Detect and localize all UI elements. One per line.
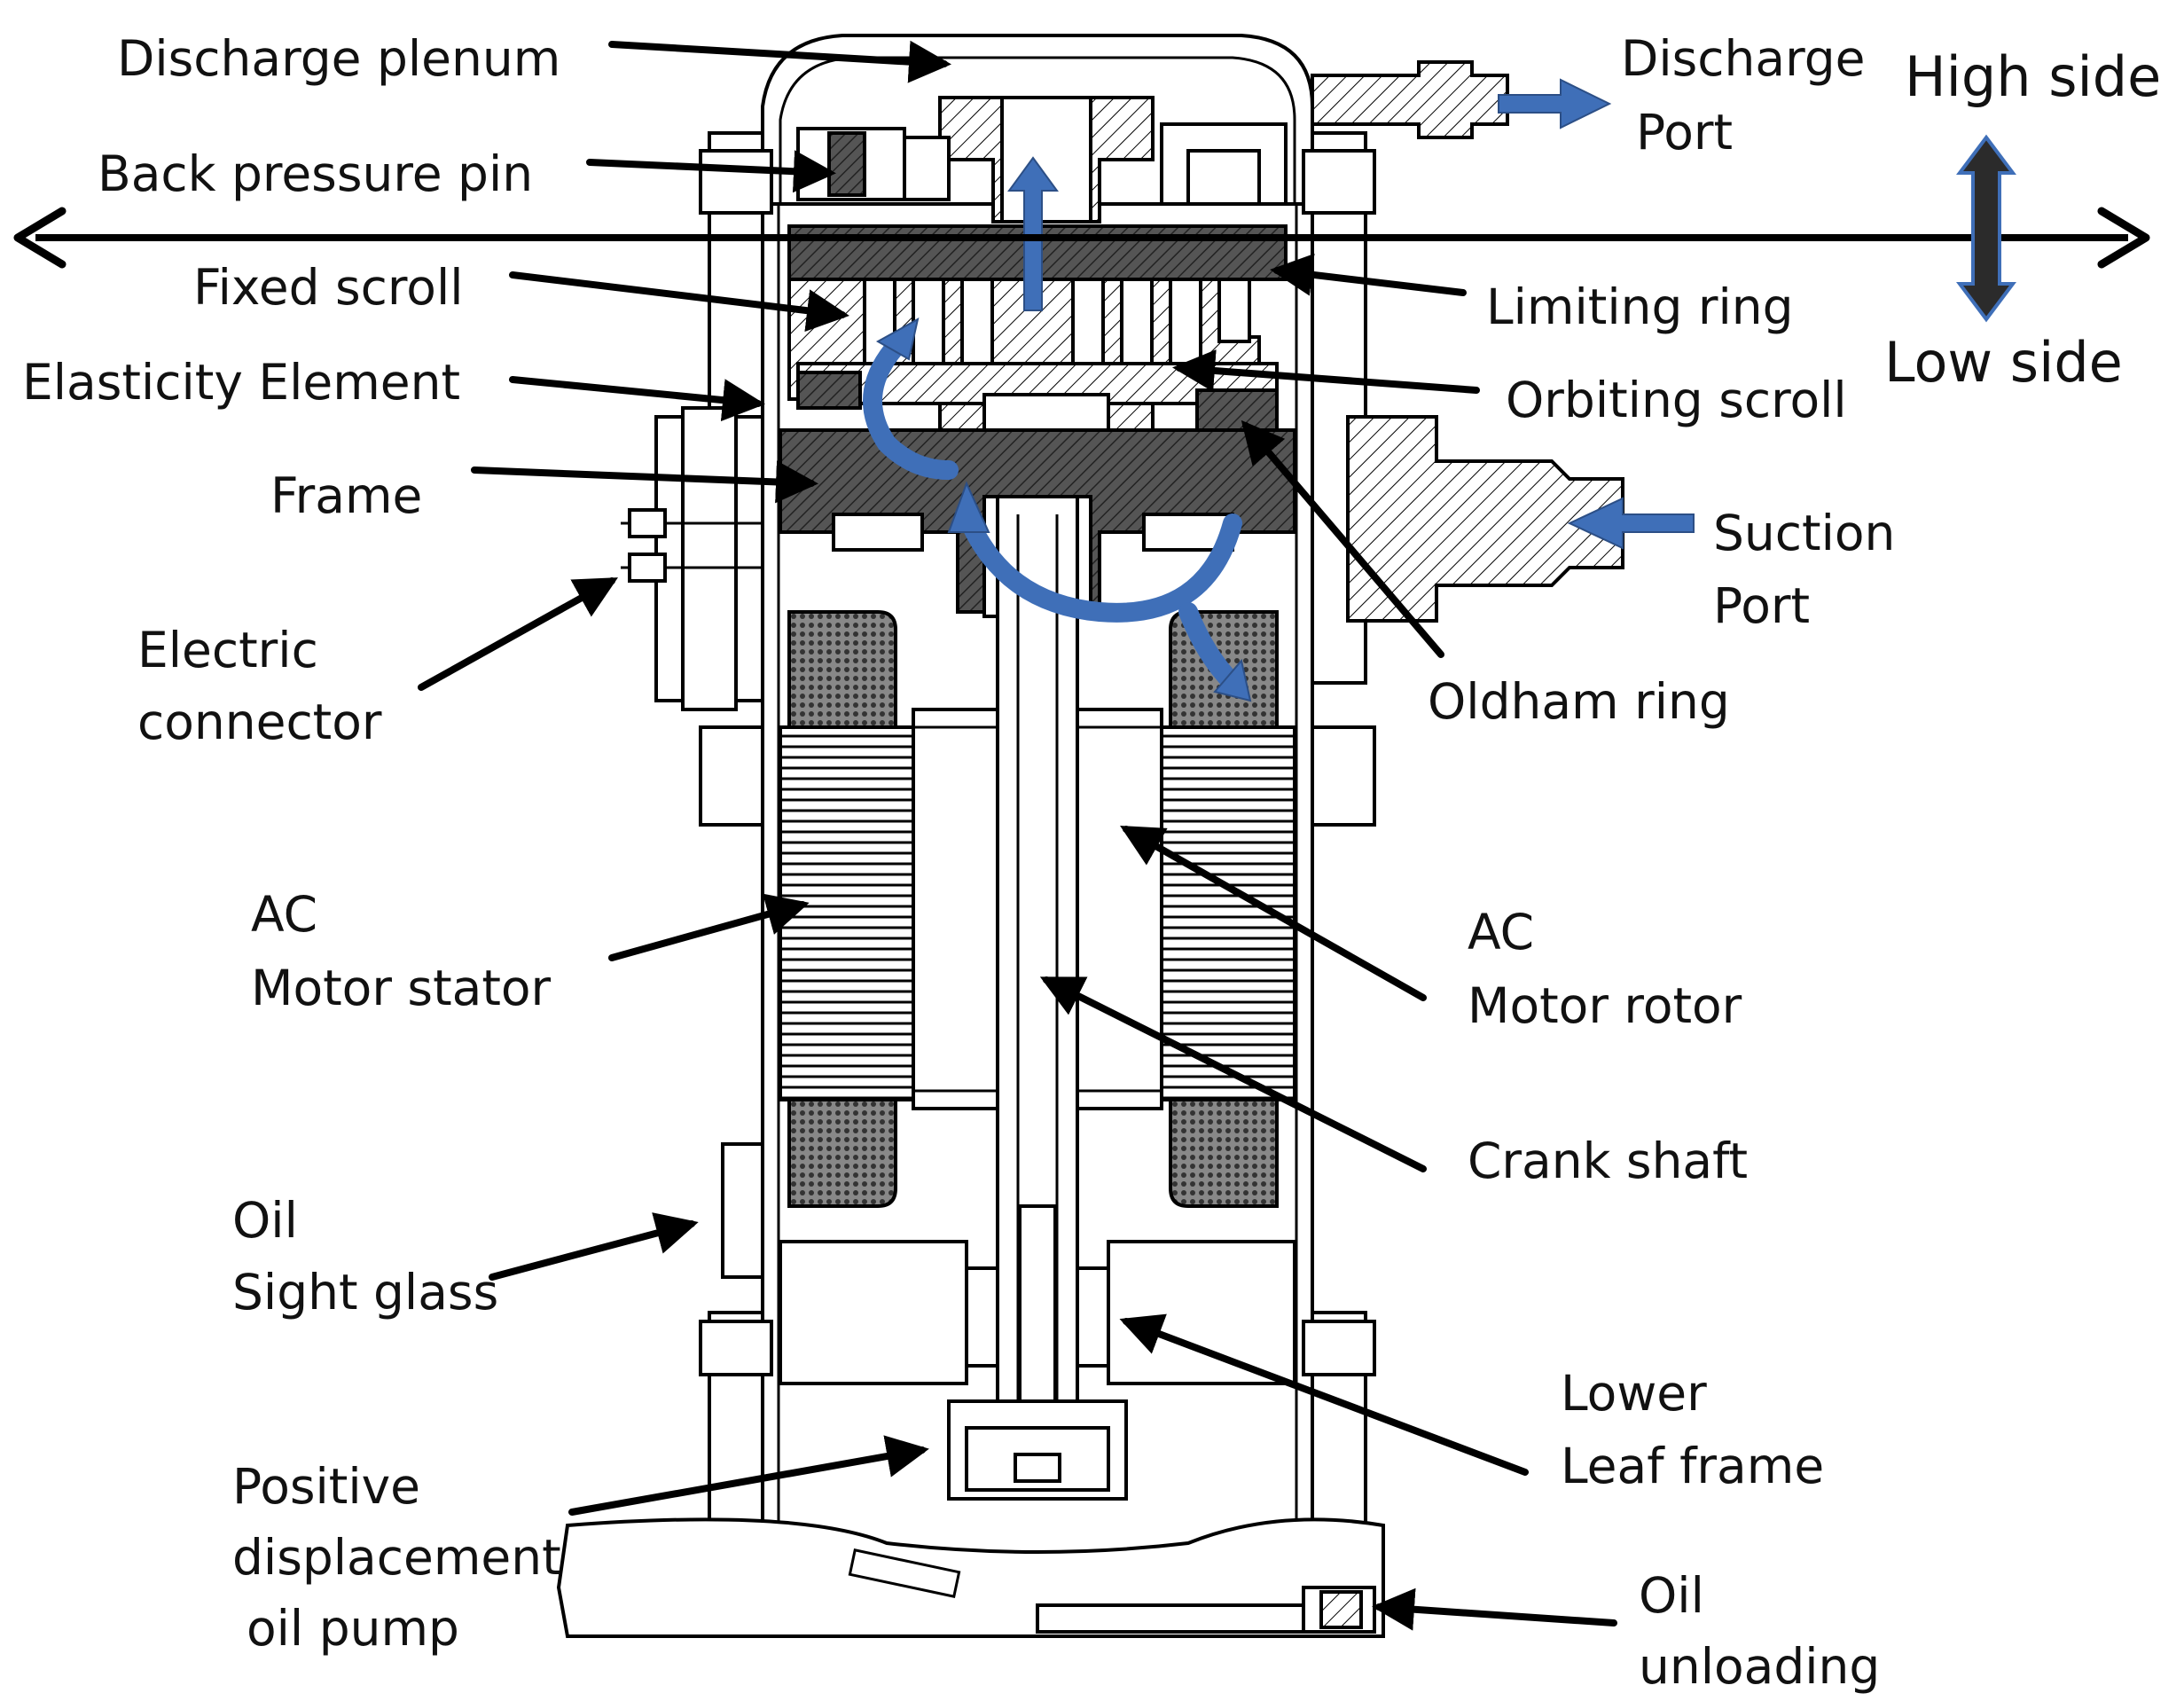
top-assembly (796, 96, 1288, 223)
label-fixed-scroll: Fixed scroll (193, 259, 464, 316)
leader-arrows (418, 40, 1617, 1631)
label-ac-stator-2: Motor stator (251, 960, 552, 1016)
label-ac-rotor-2: Motor rotor (1468, 977, 1742, 1034)
label-limiting-ring: Limiting ring (1486, 278, 1794, 335)
label-discharge-plenum: Discharge plenum (117, 30, 560, 87)
label-pump-3: oil pump (247, 1600, 459, 1657)
label-pump-2: displacement (232, 1529, 561, 1586)
label-lower-leaf-2: Leaf frame (1561, 1438, 1824, 1494)
label-low-side: Low side (1884, 330, 2123, 395)
label-pump-1: Positive (232, 1458, 420, 1515)
label-electric-connector-2: connector (137, 694, 382, 750)
label-suction-port-2: Port (1713, 577, 1810, 634)
labels: Discharge plenum Back pressure pin Fixed… (22, 30, 2161, 1695)
divider-left-arrowhead-icon (13, 207, 67, 269)
label-back-pressure-pin: Back pressure pin (98, 145, 533, 202)
label-high-side: High side (1905, 44, 2161, 109)
suction-flow-arrow (1567, 497, 1695, 550)
label-frame: Frame (270, 467, 422, 524)
label-electric-connector-1: Electric (137, 622, 318, 678)
high-low-double-arrow-icon (1956, 134, 2016, 323)
oil-unloading-part (1302, 1586, 1376, 1634)
suction-port-fitting (1346, 415, 1624, 623)
label-discharge-port-2: Port (1636, 104, 1733, 161)
label-orbiting-scroll: Orbiting scroll (1506, 372, 1847, 428)
label-oil-unloading-2: unloading (1639, 1638, 1880, 1695)
label-ac-stator-1: AC (251, 886, 317, 943)
label-crank-shaft: Crank shaft (1468, 1133, 1748, 1189)
divider-right-arrowhead-icon (2097, 207, 2150, 269)
label-oldham-ring: Oldham ring (1428, 673, 1730, 730)
label-oil-sight-1: Oil (232, 1192, 298, 1249)
label-suction-port-1: Suction (1713, 505, 1895, 561)
label-ac-rotor-1: AC (1468, 904, 1534, 960)
oil-pump-part (947, 1399, 1128, 1501)
label-lower-leaf-1: Lower (1561, 1365, 1707, 1422)
pressure-divider (13, 134, 2150, 323)
label-elasticity-element: Elasticity Element (22, 354, 460, 411)
electric-connector-part (621, 406, 764, 711)
discharge-flow-arrow (1498, 78, 1612, 129)
lower-leaf-frame-part (779, 1240, 1296, 1385)
motor-stator-part (779, 610, 1296, 1208)
label-discharge-port-1: Discharge (1621, 30, 1865, 87)
oil-sight-glass-part (721, 1142, 764, 1279)
label-oil-unloading-1: Oil (1639, 1567, 1704, 1624)
discharge-port-fitting (1311, 60, 1509, 139)
label-oil-sight-2: Sight glass (232, 1264, 498, 1321)
